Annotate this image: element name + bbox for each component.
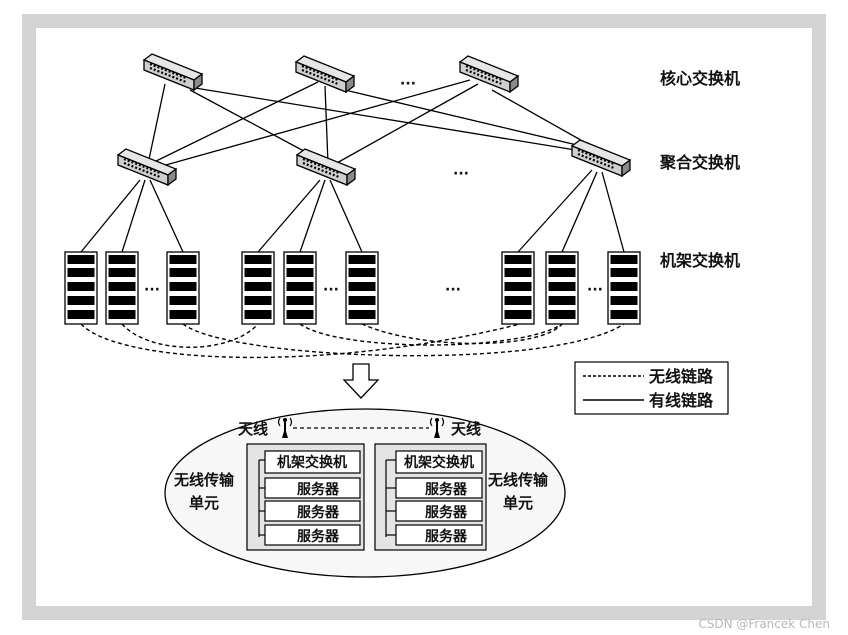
antenna-label-left: 天线 bbox=[238, 420, 268, 438]
legend-wireless-label: 无线链路 bbox=[648, 367, 714, 386]
core-switch-3 bbox=[458, 54, 520, 94]
antenna-label-right: 天线 bbox=[451, 420, 481, 438]
tx-unit-label-left-line1: 无线传输 bbox=[173, 471, 235, 489]
ellipsis-agg: ··· bbox=[453, 166, 469, 182]
tor-switch-label: 机架交换机 bbox=[404, 454, 474, 471]
core-switch-1 bbox=[142, 52, 204, 92]
server-label: 服务器 bbox=[425, 528, 468, 545]
rack-switch bbox=[607, 251, 641, 325]
aggregation-rack-links bbox=[80, 169, 625, 253]
server-label: 服务器 bbox=[297, 504, 340, 521]
rack-switch bbox=[241, 251, 275, 325]
ellipsis-rack: ··· bbox=[587, 282, 603, 298]
agg-switch-1 bbox=[116, 147, 178, 187]
wireless-unit-ellipse bbox=[164, 408, 566, 578]
server-label: 服务器 bbox=[297, 528, 340, 545]
rack-switch bbox=[105, 251, 139, 325]
rack-switch bbox=[345, 251, 379, 325]
agg-switch-2 bbox=[295, 147, 357, 187]
ellipsis-core: ··· bbox=[400, 76, 416, 92]
tx-unit-label-right-line2: 单元 bbox=[503, 494, 533, 512]
wireless-links bbox=[80, 323, 625, 359]
legend: 无线链路 有线链路 bbox=[574, 361, 729, 415]
ellipsis-rack: ··· bbox=[144, 282, 160, 298]
core-switch-label: 核心交换机 bbox=[660, 69, 740, 88]
rack-unit-right: 机架交换机 服务器 服务器 服务器 bbox=[374, 443, 487, 551]
rack-switch bbox=[64, 251, 98, 325]
rack-switch bbox=[501, 251, 535, 325]
ellipsis-rack: ··· bbox=[323, 282, 339, 298]
agg-switch-3 bbox=[570, 138, 632, 178]
server-label: 服务器 bbox=[297, 481, 340, 498]
down-arrow-icon bbox=[342, 363, 380, 399]
aggregation-switch-label: 聚合交换机 bbox=[659, 153, 740, 172]
tx-unit-label-right-line1: 无线传输 bbox=[487, 471, 549, 489]
legend-wired-label: 有线链路 bbox=[649, 391, 714, 410]
core-aggregation-links bbox=[147, 79, 603, 169]
rack-switch bbox=[283, 251, 317, 325]
watermark: CSDN @Francek Chen bbox=[698, 617, 830, 631]
rack-switch bbox=[166, 251, 200, 325]
ellipsis-rack: ··· bbox=[445, 282, 461, 298]
rack-switch bbox=[545, 251, 579, 325]
tx-unit-label-left-line2: 单元 bbox=[189, 494, 219, 512]
server-label: 服务器 bbox=[425, 481, 468, 498]
rack-switch-label: 机架交换机 bbox=[660, 251, 740, 270]
server-label: 服务器 bbox=[425, 504, 468, 521]
tor-switch-label: 机架交换机 bbox=[277, 454, 347, 471]
rack-unit-left: 机架交换机 服务器 服务器 服务器 bbox=[246, 443, 365, 551]
